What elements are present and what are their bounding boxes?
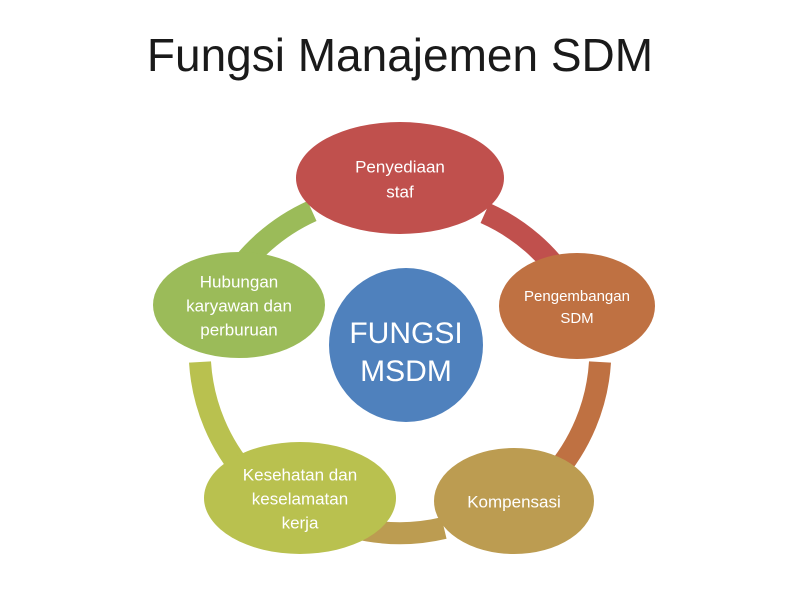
node-label-kesehatan-line1: Kesehatan dan (243, 465, 357, 484)
node-label-hubungan-line3: perburuan (200, 320, 278, 339)
node-center-fungsi-msdm[interactable]: FUNGSI MSDM (329, 268, 483, 422)
center-label-line1: FUNGSI (349, 317, 462, 350)
node-label-kesehatan-line3: kerja (282, 513, 319, 532)
node-label-hubungan-line1: Hubungan (200, 272, 278, 291)
node-label-penyediaan-staf-line2: staf (386, 182, 414, 201)
node-label-pengembangan-sdm-line1: Pengembangan (524, 288, 630, 305)
cycle-diagram: Penyediaan staf Pengembangan SDM Kompens… (100, 100, 700, 580)
center-label-line2: MSDM (360, 355, 452, 388)
node-label-kompensasi: Kompensasi (467, 492, 561, 511)
node-label-pengembangan-sdm-line2: SDM (560, 310, 593, 327)
node-pengembangan-sdm[interactable]: Pengembangan SDM (499, 253, 655, 359)
node-hubungan-karyawan-perburuan[interactable]: Hubungan karyawan dan perburuan (153, 252, 325, 358)
node-label-hubungan-line2: karyawan dan (186, 296, 292, 315)
node-label-penyediaan-staf-line1: Penyediaan (355, 157, 445, 176)
node-kompensasi[interactable]: Kompensasi (434, 448, 594, 554)
node-kesehatan-keselamatan-kerja[interactable]: Kesehatan dan keselamatan kerja (204, 442, 396, 554)
page-title: Fungsi Manajemen SDM (146, 29, 654, 81)
node-penyediaan-staf[interactable]: Penyediaan staf (296, 122, 504, 234)
node-label-kesehatan-line2: keselamatan (252, 489, 348, 508)
